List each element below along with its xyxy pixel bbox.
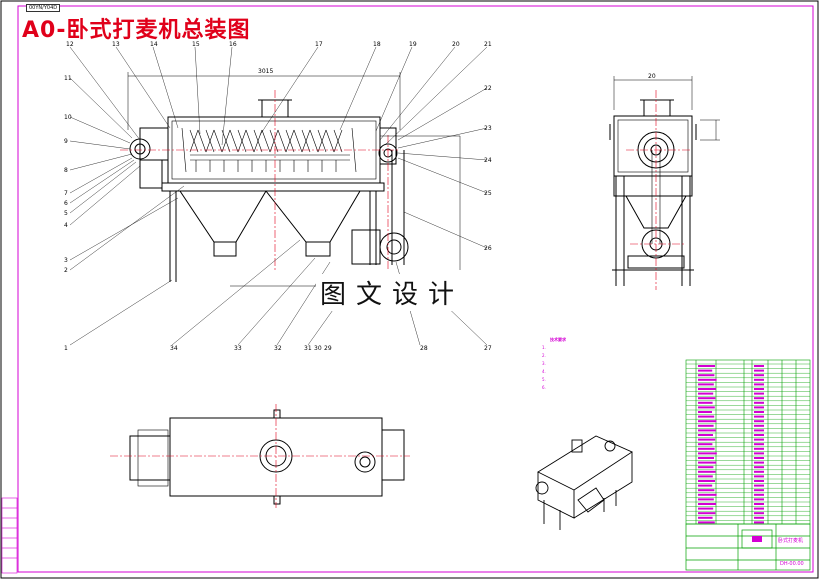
balloon-label: 6 bbox=[64, 200, 68, 207]
balloon-label: 4 bbox=[64, 222, 68, 229]
balloon-label: 25 bbox=[484, 190, 492, 197]
balloon-label: 33 bbox=[234, 345, 242, 352]
note-item: 4. bbox=[542, 369, 546, 374]
side-dimension-text: 20 bbox=[648, 73, 656, 80]
balloon-label: 16 bbox=[229, 41, 237, 48]
side-centerlines bbox=[626, 90, 690, 290]
balloon-label: 3 bbox=[64, 257, 68, 264]
balloon-label: 19 bbox=[409, 41, 417, 48]
isometric-view bbox=[535, 435, 633, 530]
inner-frame bbox=[17, 5, 814, 573]
top-dimension-text: 3015 bbox=[258, 68, 273, 75]
parts-list-entries bbox=[698, 365, 764, 524]
balloon-label: 21 bbox=[484, 41, 492, 48]
balloon-label: 31 bbox=[304, 345, 312, 352]
balloon-label: 32 bbox=[274, 345, 282, 352]
balloon-label: 13 bbox=[112, 41, 120, 48]
balloon-label: 34 bbox=[170, 345, 178, 352]
balloon-label: 12 bbox=[66, 41, 74, 48]
left-margin-stamp bbox=[1, 497, 18, 574]
balloon-label: 30 bbox=[314, 345, 322, 352]
front-dimensions bbox=[127, 72, 461, 287]
balloon-label: 14 bbox=[150, 41, 158, 48]
balloon-label: 23 bbox=[484, 125, 492, 132]
balloon-label: 2 bbox=[64, 267, 68, 274]
title-block-name: 卧式打麦机 bbox=[778, 538, 804, 544]
balloon-label: 22 bbox=[484, 85, 492, 92]
technical-notes: 技术要求 1. 2. 3. 4. 5. 6. bbox=[542, 336, 682, 392]
drawing-number: 00YN/Y04D bbox=[26, 4, 61, 12]
balloon-label: 29 bbox=[324, 345, 332, 352]
side-view bbox=[609, 99, 697, 286]
side-dimensions bbox=[613, 76, 720, 141]
balloon-label: 26 bbox=[484, 245, 492, 252]
balloon-label: 7 bbox=[64, 190, 68, 197]
balloon-label: 27 bbox=[484, 345, 492, 352]
note-item: 5. bbox=[542, 377, 546, 382]
front-view bbox=[129, 99, 409, 282]
balloon-label: 1 bbox=[64, 345, 68, 352]
balloon-label: 17 bbox=[315, 41, 323, 48]
note-item: 1. bbox=[542, 345, 546, 350]
balloon-label: 10 bbox=[64, 114, 72, 121]
watermark-text: 图文设计 bbox=[316, 274, 469, 311]
note-item: 3. bbox=[542, 361, 546, 366]
balloon-label: 11 bbox=[64, 75, 72, 82]
front-centerlines bbox=[120, 90, 400, 270]
drawing-title: A0-卧式打麦机总装图 bbox=[22, 18, 251, 43]
balloon-label: 5 bbox=[64, 210, 68, 217]
balloon-label: 9 bbox=[64, 138, 68, 145]
title-block-code: DH-00.00 bbox=[780, 561, 804, 567]
balloon-label: 15 bbox=[192, 41, 200, 48]
balloon-label: 28 bbox=[420, 345, 428, 352]
title-block-mark bbox=[752, 536, 762, 542]
note-item: 6. bbox=[542, 385, 546, 390]
balloon-label: 8 bbox=[64, 167, 68, 174]
title-block bbox=[685, 523, 811, 571]
balloon-label: 20 bbox=[452, 41, 460, 48]
parts-list-rows bbox=[686, 363, 810, 521]
balloon-label: 18 bbox=[373, 41, 381, 48]
plan-centerlines bbox=[110, 404, 410, 508]
notes-title: 技术要求 bbox=[550, 337, 566, 342]
note-item: 2. bbox=[542, 353, 546, 358]
plan-view bbox=[129, 409, 405, 505]
balloon-label: 24 bbox=[484, 157, 492, 164]
